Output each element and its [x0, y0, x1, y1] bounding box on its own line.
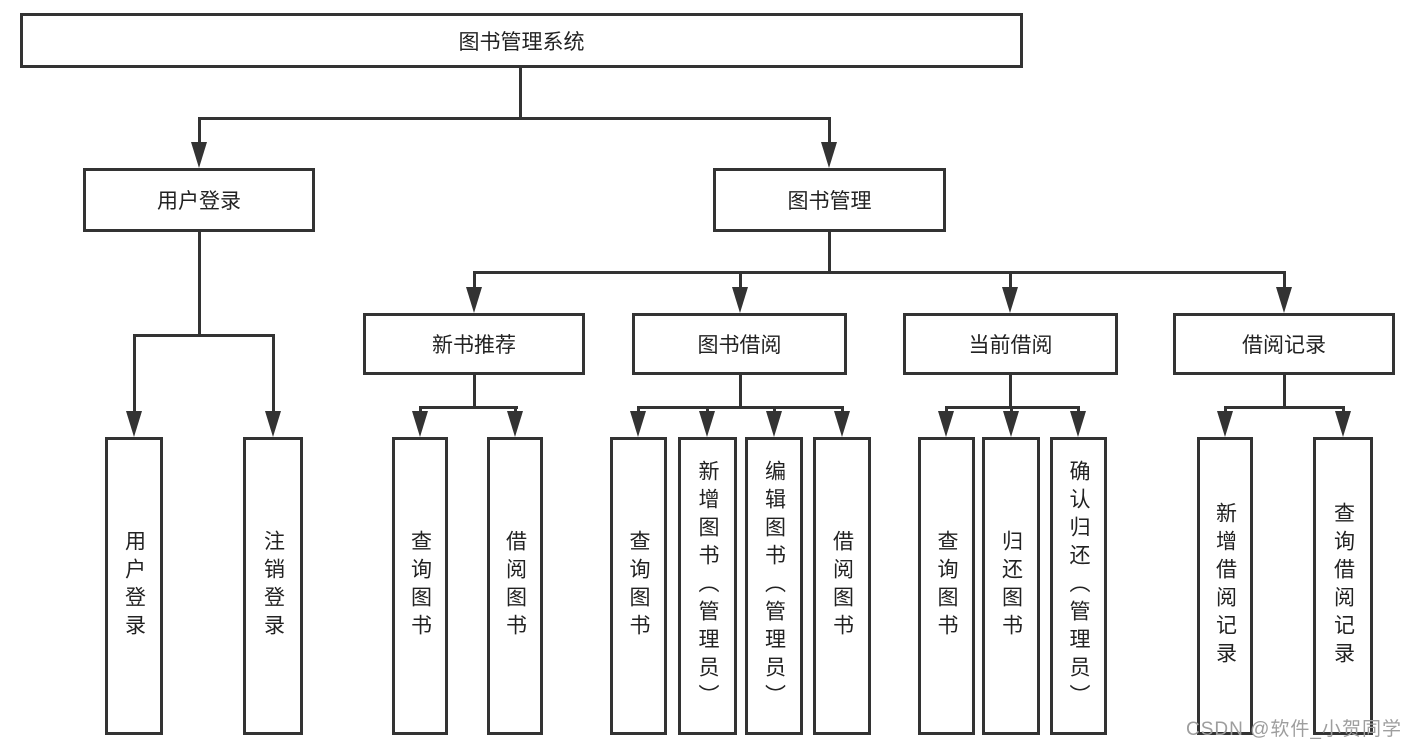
- node-label: 用户登录: [157, 190, 241, 213]
- connector-line: [1010, 406, 1013, 415]
- arrowhead-icon: [821, 142, 837, 168]
- node-label: 借阅图书: [830, 530, 854, 642]
- connector-line: [133, 334, 275, 337]
- node-label: 当前借阅: [968, 334, 1053, 357]
- node-label: 新增借阅记录: [1213, 502, 1237, 670]
- leaf-user-login: 用户登录: [105, 437, 163, 735]
- arrowhead-icon: [938, 411, 954, 437]
- node-label: 注销登录: [261, 530, 285, 642]
- connector-line: [637, 406, 844, 409]
- connector-line: [1009, 375, 1012, 408]
- arrowhead-icon: [699, 411, 715, 437]
- node-label: 新书推荐: [432, 334, 516, 357]
- node-label: 查询图书: [408, 530, 432, 642]
- arrowhead-icon: [1002, 287, 1018, 313]
- connector-line: [1283, 271, 1286, 291]
- connector-line: [133, 334, 136, 413]
- connector-line: [828, 232, 831, 274]
- connector-line: [419, 406, 518, 409]
- arrowhead-icon: [126, 411, 142, 437]
- node-user-login: 用户登录: [83, 168, 315, 232]
- arrowhead-icon: [630, 411, 646, 437]
- arrowhead-icon: [732, 287, 748, 313]
- arrowhead-icon: [265, 411, 281, 437]
- connector-line: [637, 406, 640, 415]
- node-label: 用户登录: [122, 530, 146, 642]
- node-label: 查询图书: [627, 530, 650, 642]
- connector-line: [1009, 271, 1012, 291]
- connector-line: [1283, 375, 1286, 408]
- connector-line: [945, 406, 948, 415]
- leaf-return-books: 归还图书: [982, 437, 1040, 735]
- node-label: 借阅图书: [503, 530, 527, 642]
- connector-line: [272, 334, 275, 413]
- node-book-management: 图书管理: [713, 168, 946, 232]
- connector-line: [739, 271, 742, 291]
- leaf-borrow-books-recommend: 借阅图书: [487, 437, 543, 735]
- arrowhead-icon: [191, 142, 207, 168]
- leaf-borrow-books: 借阅图书: [813, 437, 871, 735]
- connector-line: [828, 117, 831, 145]
- connector-line: [473, 375, 476, 408]
- leaf-edit-books-admin: 编辑图书（管理员）: [745, 437, 803, 735]
- connector-line: [1224, 406, 1227, 415]
- node-label: 图书管理: [787, 190, 872, 213]
- arrowhead-icon: [834, 411, 850, 437]
- node-borrowing-records: 借阅记录: [1173, 313, 1395, 375]
- node-label: 编辑图书（管理员）: [762, 460, 786, 712]
- connector-line: [514, 406, 517, 415]
- connector-line: [419, 406, 422, 415]
- leaf-add-books-admin: 新增图书（管理员）: [678, 437, 737, 735]
- connector-line: [1224, 406, 1345, 409]
- connector-line: [706, 406, 709, 415]
- node-label: 查询图书: [935, 530, 958, 642]
- node-label: 新增图书（管理员）: [696, 460, 719, 712]
- leaf-query-borrow-record: 查询借阅记录: [1313, 437, 1373, 735]
- leaf-add-borrow-record: 新增借阅记录: [1197, 437, 1253, 735]
- node-label: 确认归还（管理员）: [1067, 460, 1090, 712]
- node-label: 查询借阅记录: [1331, 502, 1355, 670]
- arrowhead-icon: [412, 411, 428, 437]
- connector-line: [473, 271, 1286, 274]
- node-label: 图书借阅: [697, 334, 782, 357]
- connector-line: [1077, 406, 1080, 415]
- node-book-borrowing: 图书借阅: [632, 313, 847, 375]
- connector-line: [739, 375, 742, 408]
- arrowhead-icon: [507, 411, 523, 437]
- arrowhead-icon: [1070, 411, 1086, 437]
- node-library-system: 图书管理系统: [20, 13, 1023, 68]
- arrowhead-icon: [1276, 287, 1292, 313]
- arrowhead-icon: [466, 287, 482, 313]
- connector-line: [198, 232, 201, 336]
- connector-line: [198, 117, 831, 120]
- leaf-query-books-current: 查询图书: [918, 437, 975, 735]
- leaf-logout: 注销登录: [243, 437, 303, 735]
- csdn-watermark: CSDN @软件_小贺同学: [1186, 719, 1402, 740]
- connector-line: [198, 117, 201, 145]
- leaf-query-books-recommend: 查询图书: [392, 437, 448, 735]
- connector-line: [841, 406, 844, 415]
- node-new-book-recommendation: 新书推荐: [363, 313, 585, 375]
- connector-line: [519, 68, 522, 120]
- arrowhead-icon: [1217, 411, 1233, 437]
- node-current-borrowing: 当前借阅: [903, 313, 1118, 375]
- connector-line: [473, 271, 476, 291]
- node-label: 归还图书: [999, 530, 1023, 642]
- arrowhead-icon: [1003, 411, 1019, 437]
- leaf-confirm-return-admin: 确认归还（管理员）: [1050, 437, 1107, 735]
- leaf-query-books-borrowing: 查询图书: [610, 437, 667, 735]
- connector-line: [1342, 406, 1345, 415]
- arrowhead-icon: [766, 411, 782, 437]
- arrowhead-icon: [1335, 411, 1351, 437]
- node-label: 借阅记录: [1242, 334, 1326, 357]
- connector-line: [773, 406, 776, 415]
- node-label: 图书管理系统: [458, 30, 585, 54]
